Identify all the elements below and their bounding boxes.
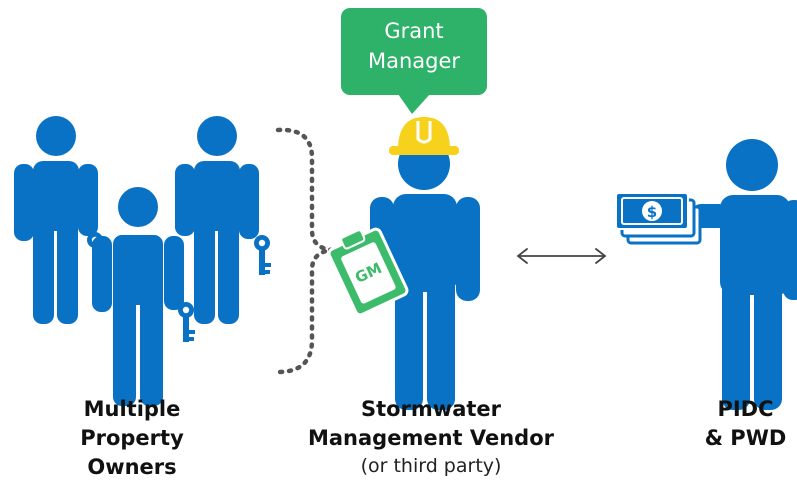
speech-bubble [341,8,487,114]
vendor-label-line-2: Management Vendor [307,426,554,450]
person-icon [175,116,259,324]
double-arrow-icon [516,248,607,264]
owners-label: Multiple Property Owners [62,395,202,482]
person-icon [92,183,184,406]
owners-label-line-3: Owners [87,455,177,479]
owners-label-line-2: Property [80,426,184,450]
vendor-label-line-1: Stormwater [360,397,502,421]
pidc-label: PIDC & PWD [694,395,797,453]
vendor-label: Stormwater Management Vendor (or third p… [296,395,566,479]
bracket-icon [275,127,333,375]
person-icon [690,139,797,410]
key-icon [178,302,195,342]
person-icon [14,116,98,324]
bubble-line-2: Manager [367,49,461,73]
money-icon: $ [615,192,702,245]
pidc-label-line-2: & PWD [704,426,787,450]
hardhat-icon [389,117,459,155]
clipboard-icon: GM [327,227,409,317]
key-icon [254,235,271,275]
pidc-label-line-1: PIDC [717,397,774,421]
bubble-line-1: Grant [384,19,444,43]
money-symbol: $ [647,203,657,221]
owners-label-line-1: Multiple [83,397,181,421]
vendor-label-sub: (or third party) [360,455,502,477]
speech-bubble-text: Grant Manager [342,16,486,76]
